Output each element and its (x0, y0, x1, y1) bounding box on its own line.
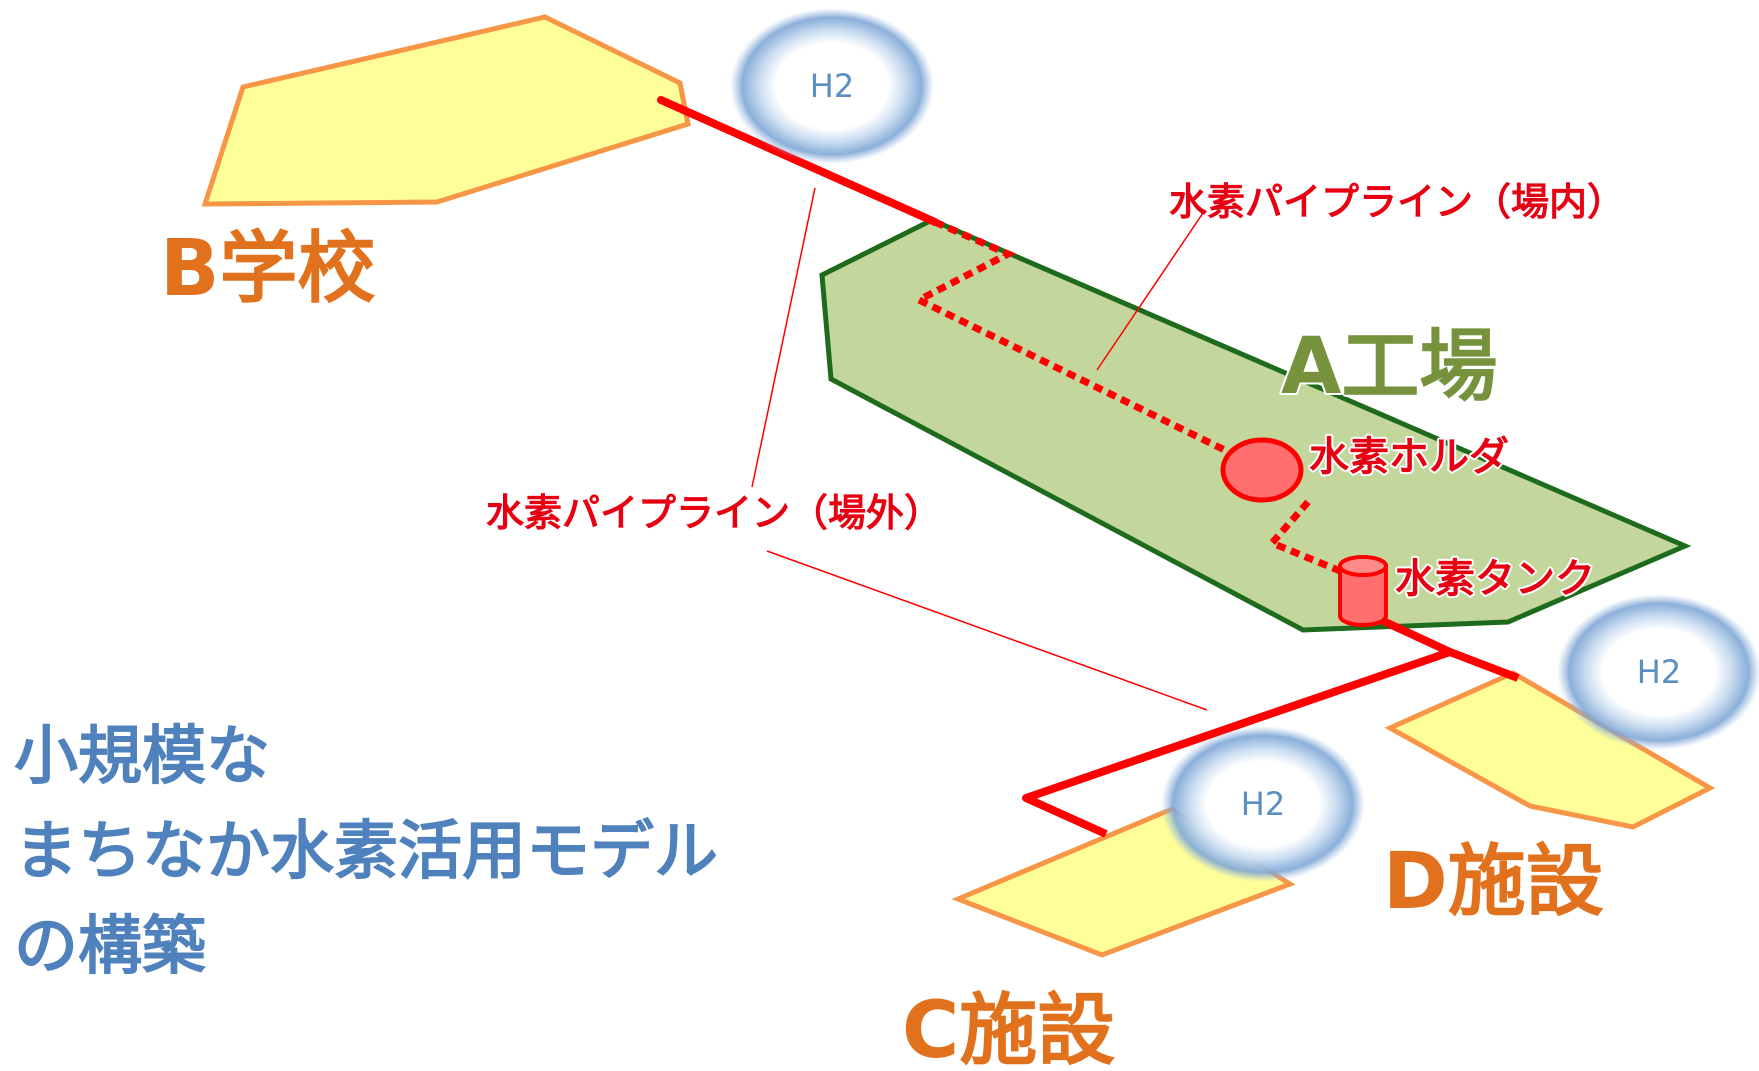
leader-line-onsite (1096, 209, 1206, 371)
h2-badge-c: H2 (1161, 726, 1365, 882)
hydrogen-tank-label: 水素タンク (1395, 556, 1595, 602)
factory-label: A工場 (1281, 322, 1497, 412)
offsite-pipeline-school (657, 96, 939, 226)
facility-d-area (1384, 670, 1716, 830)
h2-badge-label: H2 (1241, 785, 1285, 823)
title-line-1: 小規模な (14, 720, 270, 794)
leader-line-offsite-upper (751, 187, 816, 488)
h2-badge-d: H2 (1557, 594, 1759, 750)
offsite-pipeline-c (1022, 604, 1454, 838)
h2-badge-school: H2 (730, 8, 934, 164)
title-block: 小規模な まちなか水素活用モデル の構築 (14, 720, 718, 984)
facility-c-label: C施設 (902, 986, 1115, 1071)
hydrogen-tank-icon (1338, 555, 1388, 627)
title-line-2: まちなか水素活用モデル (14, 815, 718, 889)
school-area (201, 14, 691, 207)
onsite-pipeline-label: 水素パイプライン（場内） (1169, 180, 1625, 224)
offsite-pipeline-label: 水素パイプライン（場外） (486, 491, 942, 535)
h2-badge-label: H2 (1637, 653, 1681, 691)
hydrogen-holder-icon (1220, 437, 1304, 503)
offsite-pipeline-d (1448, 648, 1520, 682)
onsite-pipeline-tank (1266, 499, 1347, 577)
facility-d-label: D施設 (1383, 837, 1604, 927)
leader-line-offsite-lower (766, 550, 1208, 711)
onsite-pipeline (911, 218, 1247, 464)
h2-badge-label: H2 (810, 67, 854, 105)
hydrogen-holder-label: 水素ホルダ (1309, 434, 1509, 480)
title-line-3: の構築 (14, 910, 207, 984)
school-label: B学校 (160, 224, 375, 314)
